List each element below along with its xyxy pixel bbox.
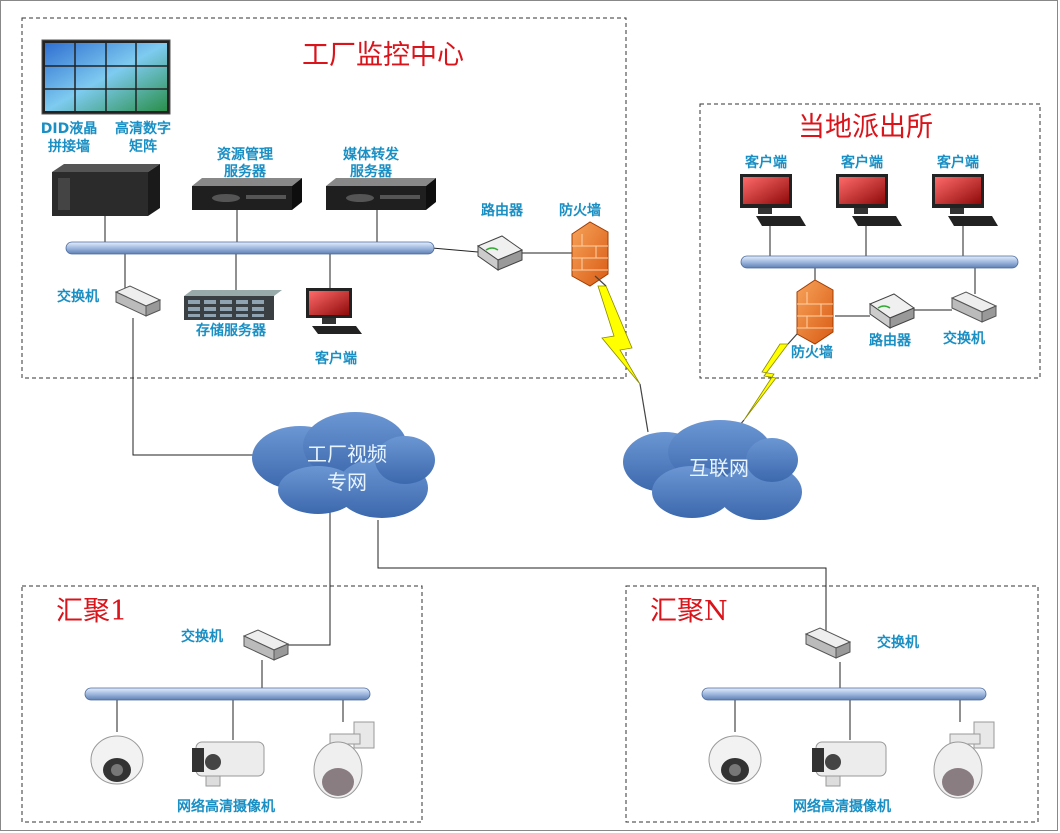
- media-server-label-1: 媒体转发: [343, 147, 399, 163]
- video-network-label-1: 工厂视频: [307, 442, 387, 466]
- agg1-cameras-label: 网络高清摄像机: [177, 799, 275, 815]
- storage-server-icon: [184, 290, 282, 320]
- factory-bus: [65, 241, 435, 255]
- police-switch-label: 交换机: [943, 331, 985, 347]
- factory-zone-title: 工厂监控中心: [302, 40, 464, 71]
- police-router-icon: [868, 293, 916, 329]
- aggN-switch-icon: [804, 627, 852, 659]
- internet-label: 互联网: [689, 456, 749, 480]
- video-network-cloud: [252, 412, 435, 518]
- aggN-switch-label: 交换机: [877, 635, 919, 651]
- police-client-1-icon: [740, 174, 806, 226]
- agg1-zone-title: 汇聚1: [56, 596, 128, 627]
- aggN-cameras-label: 网络高清摄像机: [793, 799, 891, 815]
- lcd-wall-label-1: DID液晶: [40, 121, 98, 137]
- police-switch-icon: [950, 291, 998, 323]
- police-client-1-label: 客户端: [745, 155, 787, 171]
- factory-router-icon: [476, 235, 524, 271]
- lightning-icon-factory: [597, 285, 641, 385]
- police-client-2-icon: [836, 174, 902, 226]
- lcd-wall-label-2: 拼接墙: [48, 139, 90, 155]
- aggN-bus: [701, 687, 987, 701]
- media-server-label-2: 服务器: [350, 164, 392, 180]
- agg1-ptz-camera-icon: [313, 721, 375, 799]
- lcd-wall-icon: [41, 39, 171, 115]
- media-server-icon: [326, 178, 436, 210]
- agg1-zone-box: [21, 585, 423, 823]
- aggN-dome-camera-icon: [708, 735, 762, 785]
- resource-server-label-1: 资源管理: [217, 147, 273, 163]
- factory-switch-icon: [114, 285, 162, 317]
- factory-client-label: 客户端: [315, 351, 357, 367]
- resource-server-label-2: 服务器: [224, 164, 266, 180]
- connection-lines: [104, 208, 976, 740]
- agg1-switch-icon: [242, 629, 290, 661]
- lightning-icon-police: [743, 343, 789, 421]
- factory-zone-box: [21, 17, 627, 379]
- police-firewall-label: 防火墙: [791, 345, 833, 361]
- police-router-label: 路由器: [869, 333, 911, 349]
- hd-matrix-label-2: 矩阵: [129, 139, 157, 155]
- factory-router-label: 路由器: [481, 203, 523, 219]
- police-client-3-label: 客户端: [937, 155, 979, 171]
- police-client-2-label: 客户端: [841, 155, 883, 171]
- aggN-bullet-camera-icon: [812, 741, 887, 787]
- factory-client-icon: [306, 288, 362, 334]
- police-zone-title: 当地派出所: [798, 112, 933, 143]
- storage-server-label: 存储服务器: [196, 323, 266, 339]
- police-client-3-icon: [932, 174, 998, 226]
- aggN-zone-title: 汇聚N: [650, 596, 728, 627]
- factory-switch-label: 交换机: [57, 289, 99, 305]
- agg1-dome-camera-icon: [90, 735, 144, 785]
- hd-matrix-icon: [52, 164, 160, 216]
- aggN-ptz-camera-icon: [933, 721, 995, 799]
- agg1-bullet-camera-icon: [192, 741, 265, 787]
- resource-server-icon: [192, 178, 302, 210]
- police-zone-box: [699, 103, 1041, 379]
- police-firewall-icon: [796, 279, 834, 345]
- agg1-bus: [84, 687, 371, 701]
- internet-cloud: [623, 420, 802, 520]
- aggN-zone-box: [625, 585, 1039, 823]
- agg1-switch-label: 交换机: [181, 629, 223, 645]
- video-network-label-2: 专网: [327, 470, 367, 494]
- factory-firewall-label: 防火墙: [559, 203, 601, 219]
- hd-matrix-label-1: 高清数字: [115, 121, 171, 137]
- police-bus: [740, 255, 1019, 269]
- factory-firewall-icon: [571, 221, 609, 287]
